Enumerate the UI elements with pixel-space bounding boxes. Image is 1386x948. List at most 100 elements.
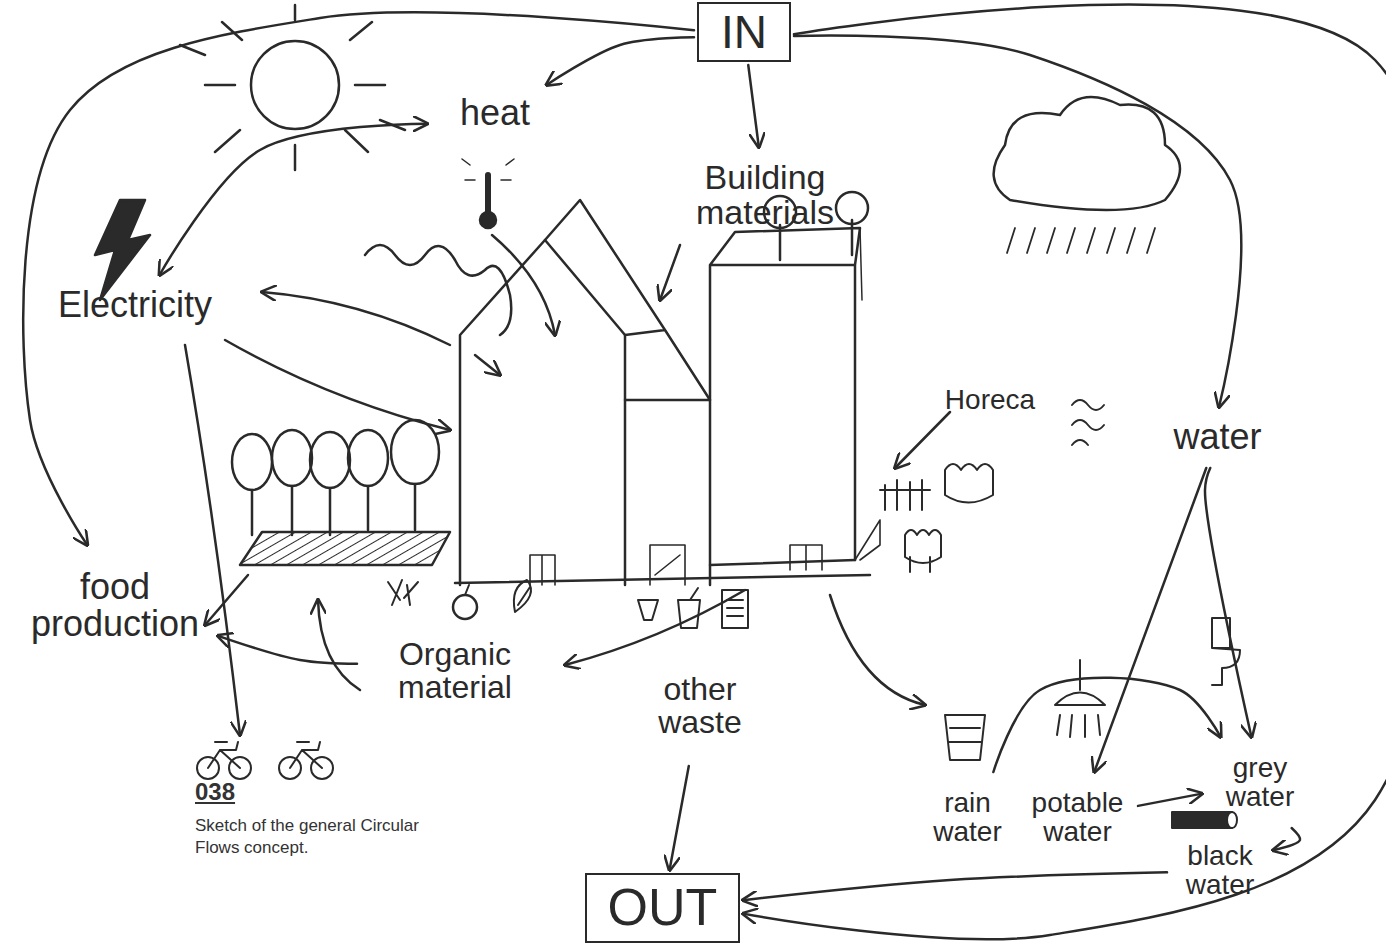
door bbox=[530, 555, 555, 585]
rain-barrel bbox=[945, 715, 985, 760]
flow-arrow bbox=[318, 600, 360, 690]
node-text: Horeca bbox=[945, 386, 1035, 415]
flow-arrow bbox=[748, 65, 759, 147]
flow-arrow bbox=[1273, 828, 1300, 850]
flow-arrow bbox=[830, 595, 925, 705]
bicycles bbox=[197, 742, 333, 779]
lightning-symbol bbox=[95, 200, 150, 300]
node-text: heat bbox=[460, 95, 530, 132]
house-middle-roof bbox=[545, 200, 710, 400]
sun-rays bbox=[180, 5, 405, 170]
flow-arrow bbox=[1094, 468, 1206, 772]
node-text: IN bbox=[721, 9, 767, 56]
tree-crown bbox=[232, 434, 272, 490]
water-waves bbox=[1072, 400, 1104, 445]
flow-term: black water bbox=[1170, 838, 1270, 903]
door bbox=[650, 545, 685, 585]
flow-arrow bbox=[546, 37, 694, 85]
terrace bbox=[855, 520, 880, 560]
thermometer-rays bbox=[462, 159, 514, 180]
plant-icon bbox=[388, 580, 418, 605]
pipe-end bbox=[1227, 812, 1237, 828]
cup-icon bbox=[638, 600, 658, 620]
people-icon bbox=[945, 464, 993, 503]
flow-arrow bbox=[794, 36, 1241, 407]
node-text: potable water bbox=[1020, 789, 1135, 846]
flow-term: other waste bbox=[620, 648, 780, 763]
tree-trunk bbox=[252, 484, 415, 535]
sun-symbol bbox=[251, 41, 339, 129]
house-left bbox=[460, 240, 625, 585]
garden-plot bbox=[240, 532, 450, 565]
rain-lines bbox=[1007, 228, 1155, 253]
thermometer-bulb bbox=[480, 212, 496, 228]
flow-term: heat bbox=[430, 88, 560, 138]
flow-term: grey water bbox=[1205, 740, 1315, 825]
thermometer-symbol bbox=[485, 175, 491, 212]
cloud-symbol bbox=[994, 97, 1180, 210]
tower-edge bbox=[860, 228, 862, 300]
tower-block bbox=[710, 228, 860, 585]
flow-term: Building materials bbox=[640, 150, 890, 240]
node-text: OUT bbox=[608, 881, 718, 934]
horeca-crowd bbox=[880, 464, 993, 572]
node-text: water bbox=[1173, 419, 1261, 456]
node-text: other waste bbox=[620, 673, 780, 738]
flow-term: Horeca bbox=[930, 378, 1050, 423]
node-text: Organic material bbox=[360, 638, 550, 703]
flow-arrow bbox=[205, 575, 248, 625]
node-text: grey water bbox=[1205, 754, 1315, 811]
flow-term: potable water bbox=[1020, 775, 1135, 860]
radiation-arrow bbox=[475, 355, 500, 375]
node-text: Electricity bbox=[58, 287, 212, 324]
bike-frame bbox=[290, 742, 322, 768]
flow-term: water bbox=[1150, 410, 1285, 465]
node-text: Building materials bbox=[640, 160, 890, 229]
toilet-icon bbox=[1212, 618, 1240, 685]
flow-arrow bbox=[1205, 468, 1251, 737]
node-text: black water bbox=[1170, 842, 1270, 899]
tree-crown bbox=[272, 430, 312, 486]
figure-caption: Sketch of the general Circular Flows con… bbox=[195, 815, 445, 859]
node-text: food production bbox=[15, 569, 215, 642]
flow-arrow bbox=[743, 5, 1386, 940]
node-text: rain water bbox=[915, 789, 1020, 846]
tree-crown bbox=[836, 192, 868, 224]
flow-arrow bbox=[23, 12, 694, 545]
tree-crown bbox=[310, 432, 350, 488]
flow-arrow bbox=[565, 590, 745, 665]
flow-arrow bbox=[670, 766, 689, 870]
ground-line bbox=[455, 560, 870, 583]
terminal-box: IN bbox=[697, 2, 791, 62]
flow-arrow bbox=[660, 245, 680, 300]
bike-frame bbox=[208, 742, 240, 768]
flow-term: Organic material bbox=[360, 618, 550, 723]
terminal-box: OUT bbox=[585, 873, 740, 943]
people-icon bbox=[880, 480, 930, 510]
sewer-pipe bbox=[1172, 812, 1232, 828]
flow-term: Electricity bbox=[10, 278, 260, 333]
tree-crown bbox=[348, 430, 388, 486]
flow-term: rain water bbox=[915, 775, 1020, 860]
people-icon bbox=[905, 530, 941, 572]
flow-arrow bbox=[225, 340, 450, 430]
callout-arrow bbox=[895, 412, 950, 468]
flow-arrow bbox=[218, 636, 357, 664]
door bbox=[790, 545, 822, 570]
flow-arrow bbox=[160, 124, 427, 275]
apple-stem bbox=[465, 585, 469, 595]
flow-term: food production bbox=[15, 548, 215, 663]
leaf-icon bbox=[514, 580, 531, 612]
tree-crown bbox=[391, 420, 439, 484]
flow-arrow bbox=[993, 678, 1220, 772]
flow-arrow bbox=[743, 872, 1167, 900]
garden-trees bbox=[232, 420, 439, 535]
flow-arrow bbox=[185, 345, 240, 735]
shower-icon bbox=[1055, 660, 1105, 737]
flow-arrow bbox=[262, 292, 450, 345]
flow-arrow bbox=[492, 235, 555, 335]
apple-icon bbox=[453, 595, 477, 619]
